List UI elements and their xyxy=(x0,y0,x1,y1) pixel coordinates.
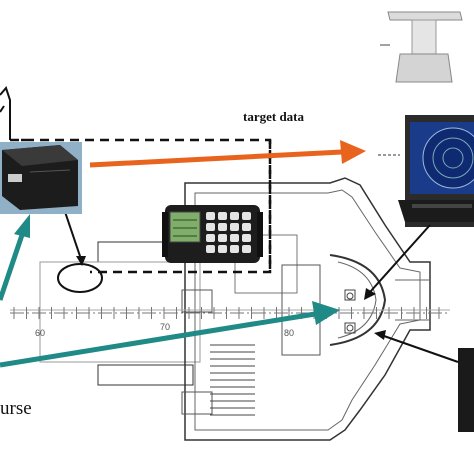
gps-key xyxy=(242,223,251,231)
gps-receiver-icon xyxy=(162,205,263,263)
scale-label-70: 70 xyxy=(160,322,170,332)
system-boundary-dashed xyxy=(10,138,272,274)
gps-key xyxy=(242,234,251,242)
course-arrowhead-up xyxy=(14,214,30,238)
target-data-arrowhead xyxy=(340,140,366,164)
gps-key xyxy=(206,245,215,253)
gps-key xyxy=(230,212,239,220)
gps-key xyxy=(218,245,227,253)
gps-key xyxy=(230,234,239,242)
gps-key xyxy=(230,223,239,231)
scale-label-80: 80 xyxy=(284,328,294,338)
sensor-box-icon xyxy=(0,142,82,214)
target-data-label: target data xyxy=(243,109,305,124)
gps-key xyxy=(206,234,215,242)
gps-key xyxy=(206,212,215,220)
gps-key xyxy=(206,223,215,231)
radar-display-icon xyxy=(398,115,474,227)
sensor-location-marker xyxy=(57,263,103,293)
scale-label-60: 60 xyxy=(35,328,45,338)
instrument-panel xyxy=(458,348,474,432)
gps-key xyxy=(242,212,251,220)
gps-key xyxy=(218,223,227,231)
radar-antenna-icon xyxy=(380,11,463,83)
gps-key xyxy=(218,234,227,242)
gps-key xyxy=(242,245,251,253)
course-label: urse xyxy=(0,398,32,419)
gps-key xyxy=(230,245,239,253)
bridge-plan-drawing xyxy=(10,177,450,441)
course-arrowhead-right xyxy=(312,301,340,325)
gps-key xyxy=(218,212,227,220)
aerial-icon xyxy=(0,86,11,140)
